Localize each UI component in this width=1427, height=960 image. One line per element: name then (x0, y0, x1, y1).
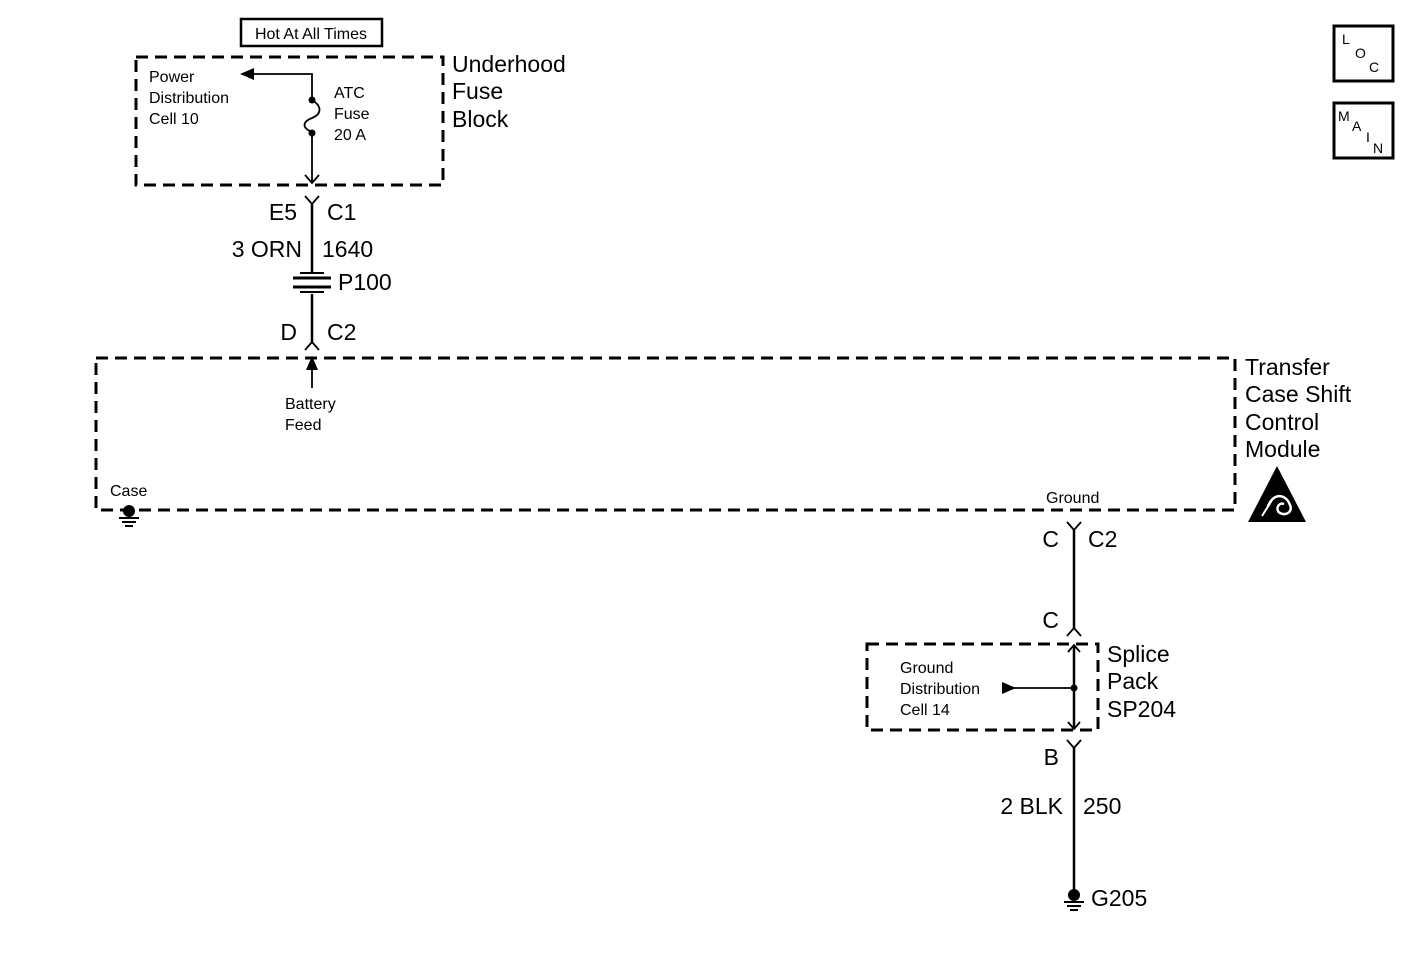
fuse-block-title: Underhood Fuse Block (452, 51, 566, 132)
splice-title-line-3: SP204 (1107, 696, 1176, 722)
battery-feed-line-2: Feed (285, 417, 321, 434)
fuse-block-outline (134, 55, 445, 187)
ground-ref-line-2: Distribution (900, 681, 980, 698)
splice-bus (1002, 643, 1081, 731)
pin-d-label: D (280, 319, 297, 345)
ground-pin-label: Ground (1046, 490, 1099, 507)
power-ref-line-3: Cell 10 (149, 111, 199, 128)
connector-c1-label: C1 (327, 199, 356, 225)
splice-pin-b-label: B (1044, 744, 1059, 770)
inline-connector-p100-icon (293, 272, 331, 293)
lower-circuit-number-label: 250 (1083, 793, 1121, 819)
connector-c2-upper-icon (304, 340, 320, 351)
case-label: Case (110, 483, 147, 500)
pin-e5-label: E5 (269, 199, 297, 225)
module-title-line-4: Module (1245, 436, 1320, 462)
lower-wire-color-label: 2 BLK (1000, 793, 1063, 819)
loc-letter-2: O (1355, 45, 1366, 61)
fuse-block-title-line-3: Block (452, 106, 509, 132)
case-ground-icon (119, 505, 139, 527)
fuse-label: ATC Fuse 20 A (334, 85, 370, 144)
hot-label: Hot At All Times (255, 26, 367, 43)
power-ref-arrow-icon (240, 68, 254, 80)
main-letter-1: M (1338, 108, 1350, 124)
fuse-label-line-2: Fuse (334, 106, 370, 123)
battery-feed-arrow-icon (306, 356, 318, 370)
fuse-block-title-line-1: Underhood (452, 51, 566, 77)
battery-feed-line-1: Battery (285, 396, 336, 413)
power-ref-lead (252, 73, 313, 98)
connector-c2-label-upper: C2 (327, 319, 356, 345)
splice-pack-title: Splice Pack SP204 (1107, 641, 1176, 722)
module-title-line-1: Transfer (1245, 354, 1330, 380)
ground-distribution-ref: Ground Distribution Cell 14 (900, 660, 980, 719)
loc-letter-3: C (1369, 59, 1379, 75)
power-distribution-ref: Power Distribution Cell 10 (149, 69, 229, 128)
ground-ref-line-3: Cell 14 (900, 702, 950, 719)
wire-color-label: 3 ORN (232, 236, 302, 262)
g205-ground-icon (1064, 889, 1084, 911)
atc-fuse (303, 96, 321, 185)
loc-button[interactable]: L O C (1332, 24, 1395, 83)
splice-title-line-1: Splice (1107, 641, 1170, 667)
fuse-block-title-line-2: Fuse (452, 78, 503, 104)
loc-letter-1: L (1342, 31, 1350, 47)
fuse-label-line-3: 20 A (334, 127, 366, 144)
power-ref-line-2: Distribution (149, 90, 229, 107)
main-letter-3: I (1366, 129, 1370, 145)
pin-c-label: C (1042, 526, 1059, 552)
module-title: Transfer Case Shift Control Module (1245, 354, 1352, 462)
ground-ref-line-1: Ground (900, 660, 953, 677)
module-title-line-2: Case Shift (1245, 381, 1352, 407)
p100-label: P100 (338, 269, 392, 295)
circuit-number-label: 1640 (322, 236, 373, 262)
main-letter-4: N (1373, 140, 1383, 156)
splice-pin-c-label: C (1042, 607, 1059, 633)
esd-sensitive-icon (1248, 466, 1306, 522)
g205-label: G205 (1091, 885, 1147, 911)
hot-at-all-times-tag: Hot At All Times (239, 17, 384, 48)
splice-in-connector-icon (1066, 626, 1082, 637)
main-button[interactable]: M A I N (1332, 101, 1395, 160)
ground-ref-arrow-icon (1002, 682, 1016, 694)
fuse-label-line-1: ATC (334, 85, 365, 102)
connector-c2-lower-icon (1066, 521, 1082, 532)
splice-out-connector-icon (1066, 739, 1082, 750)
module-title-line-3: Control (1245, 409, 1319, 435)
power-ref-line-1: Power (149, 69, 195, 86)
module-outline (94, 356, 1237, 512)
connector-c2-label-lower: C2 (1088, 526, 1117, 552)
splice-title-line-2: Pack (1107, 668, 1159, 694)
connector-c1 (304, 195, 320, 206)
splice-pack-outline (865, 642, 1100, 732)
main-letter-2: A (1352, 118, 1362, 134)
